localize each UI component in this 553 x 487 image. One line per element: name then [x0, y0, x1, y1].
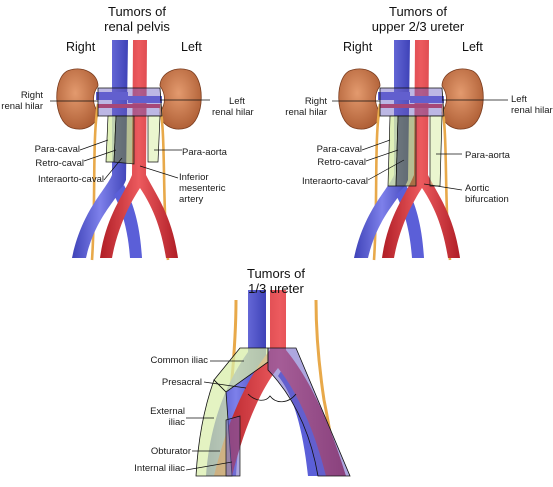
panel-2-title-line-1: Tumors of: [388, 4, 448, 19]
panel-1-left-hilar-label-2: renal hilar: [212, 107, 254, 118]
right-renal-vein: [96, 92, 128, 100]
external-iliac-zone: [195, 379, 233, 477]
panel-1-right-hilar-label-2: renal hilar: [1, 101, 43, 112]
left-renal-vein: [410, 96, 444, 103]
panel-1-para-aorta-label: Para-aorta: [182, 147, 227, 158]
panel-2-side-right: Right: [343, 40, 373, 54]
left-iliac-zone: [267, 347, 351, 477]
interaorto-caval-zone: [395, 115, 417, 187]
right-renal-vein: [378, 92, 410, 100]
panel-1-right-hilar-label-1: Right: [20, 90, 43, 101]
panel-2-side-left: Left: [462, 40, 483, 54]
common-iliac-zone: [213, 347, 269, 393]
panel-2-left-hilar-label-2: renal hilar: [511, 105, 553, 116]
panel-1-title-line-2: renal pelvis: [104, 19, 170, 34]
renal-artery: [98, 104, 160, 108]
right-kidney: [56, 68, 99, 130]
panel-1-ima-label-3: artery: [179, 194, 204, 205]
panel-renal-pelvis: [50, 40, 210, 261]
panel-2-para-caval-label: Para-caval: [316, 144, 362, 155]
panel-3-title-line-2: 1/3 ureter: [248, 281, 304, 296]
internal-iliac-zone: [225, 415, 241, 477]
presacral-zone: [247, 393, 297, 403]
panel-3-external-iliac-label-2: iliac: [168, 417, 185, 428]
panel-3-internal-iliac-label: Internal iliac: [134, 463, 185, 474]
panel-2-para-aorta-label: Para-aorta: [465, 150, 510, 161]
panel-3-common-iliac-label: Common iliac: [150, 355, 208, 366]
panel-2-right-hilar-label-2: renal hilar: [285, 107, 327, 118]
panel-3-title-line-1: Tumors of: [246, 266, 306, 281]
panel-upper-ureter: [332, 40, 508, 261]
panel-2-interaorto-caval-label: Interaorto-caval: [301, 176, 368, 187]
panel-3-presacral-label: Presacral: [161, 377, 202, 388]
panel-1-ima-label-2: mesenteric: [179, 183, 226, 194]
aorta: [100, 40, 178, 258]
panel-2-right-hilar-label-1: Right: [304, 96, 327, 107]
para-aorta-zone: [147, 115, 161, 163]
left-kidney: [441, 68, 484, 130]
panel-2-title-line-2: upper 2/3 ureter: [371, 19, 465, 34]
panel-1-side-right: Right: [66, 40, 96, 54]
panel-1-title-line-1: Tumors of: [107, 4, 167, 19]
hilar-zone: [97, 87, 163, 117]
panel-3-external-iliac-label-1: External: [150, 406, 185, 417]
panel-1-interaorto-caval-label: Interaorto-caval: [37, 174, 104, 185]
panel-2-retro-caval-label: Retro-caval: [317, 157, 366, 168]
aorta: [382, 40, 460, 258]
right-ureter: [90, 103, 100, 261]
hilar-zone: [379, 87, 445, 117]
right-ureter: [372, 103, 382, 261]
panel-1-side-left: Left: [181, 40, 202, 54]
panel-3-obturator-label: Obturator: [150, 446, 191, 457]
interaorto-caval-zone: [113, 115, 135, 165]
panel-1-retro-caval-label: Retro-caval: [35, 158, 84, 169]
panel-2-bifurcation-label-2: bifurcation: [465, 194, 509, 205]
left-kidney: [159, 68, 202, 130]
panel-lower-ureter: [185, 290, 351, 477]
renal-artery: [380, 104, 442, 108]
right-kidney: [338, 68, 381, 130]
para-aorta-zone: [429, 115, 443, 187]
panel-2-left-hilar-label-1: Left: [511, 94, 527, 105]
panel-1-para-caval-label: Para-caval: [34, 144, 80, 155]
panel-2-bifurcation-label-1: Aortic: [465, 183, 490, 194]
panel-1-left-hilar-label-1: Left: [229, 96, 245, 107]
left-renal-vein: [128, 96, 162, 103]
panel-1-ima-label-1: Inferior: [179, 172, 209, 183]
